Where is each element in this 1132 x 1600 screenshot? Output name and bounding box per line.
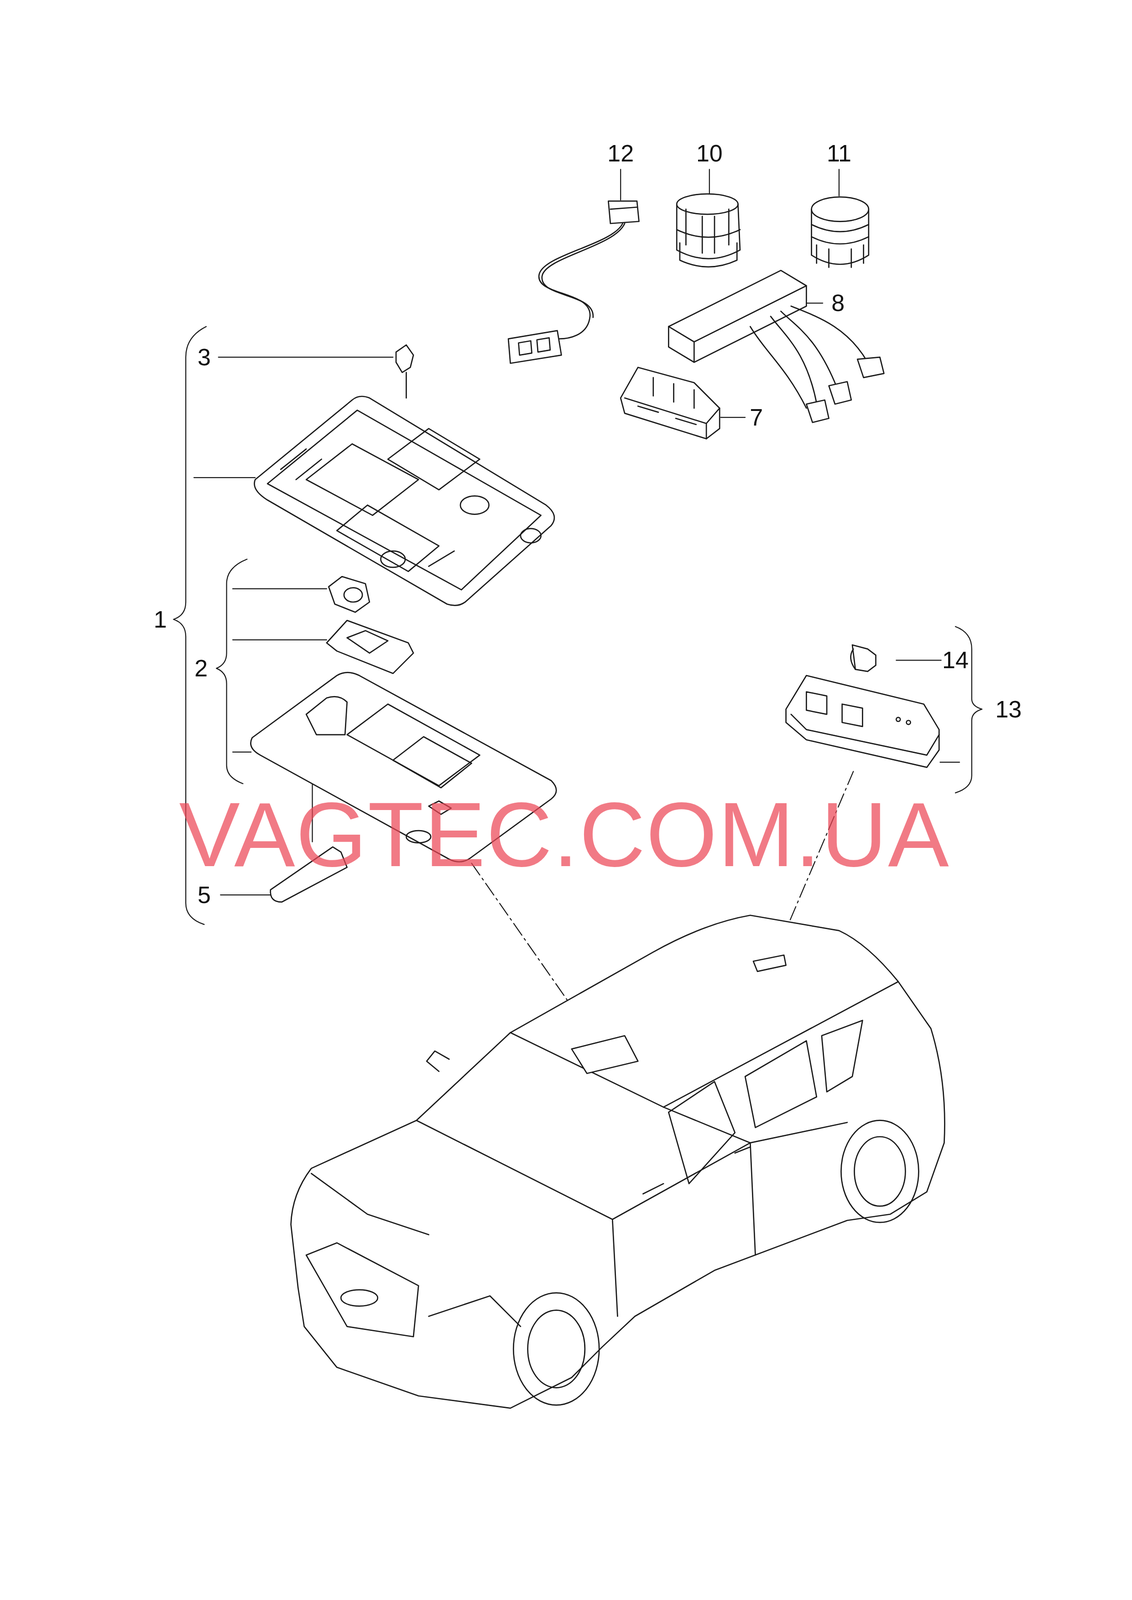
callout-number: 12 — [607, 141, 634, 166]
callout-number: 5 — [197, 883, 211, 908]
leader-lines — [193, 169, 960, 896]
callout-number: 10 — [696, 141, 723, 166]
callout-number: 8 — [831, 291, 845, 315]
callout-number: 2 — [194, 656, 208, 681]
round-switch — [811, 197, 869, 268]
callout-number: 1 — [153, 607, 167, 632]
cargo-lamp — [786, 645, 940, 768]
callout-number: 7 — [749, 405, 763, 430]
callout-number: 13 — [995, 697, 1022, 722]
watermark: VAGTEC.COM.UA — [179, 789, 950, 881]
vehicle-outline — [291, 915, 945, 1409]
clip — [396, 344, 414, 398]
callout-number: 11 — [826, 141, 852, 166]
lamp-unit — [620, 367, 720, 439]
callout-number: 3 — [197, 345, 211, 370]
roof-console-housing — [254, 396, 554, 606]
callout-number: 14 — [942, 648, 969, 673]
switch-housing — [676, 193, 741, 267]
brackets — [173, 326, 982, 925]
wiring-harness — [508, 201, 639, 364]
sensor-bracket — [326, 576, 414, 674]
